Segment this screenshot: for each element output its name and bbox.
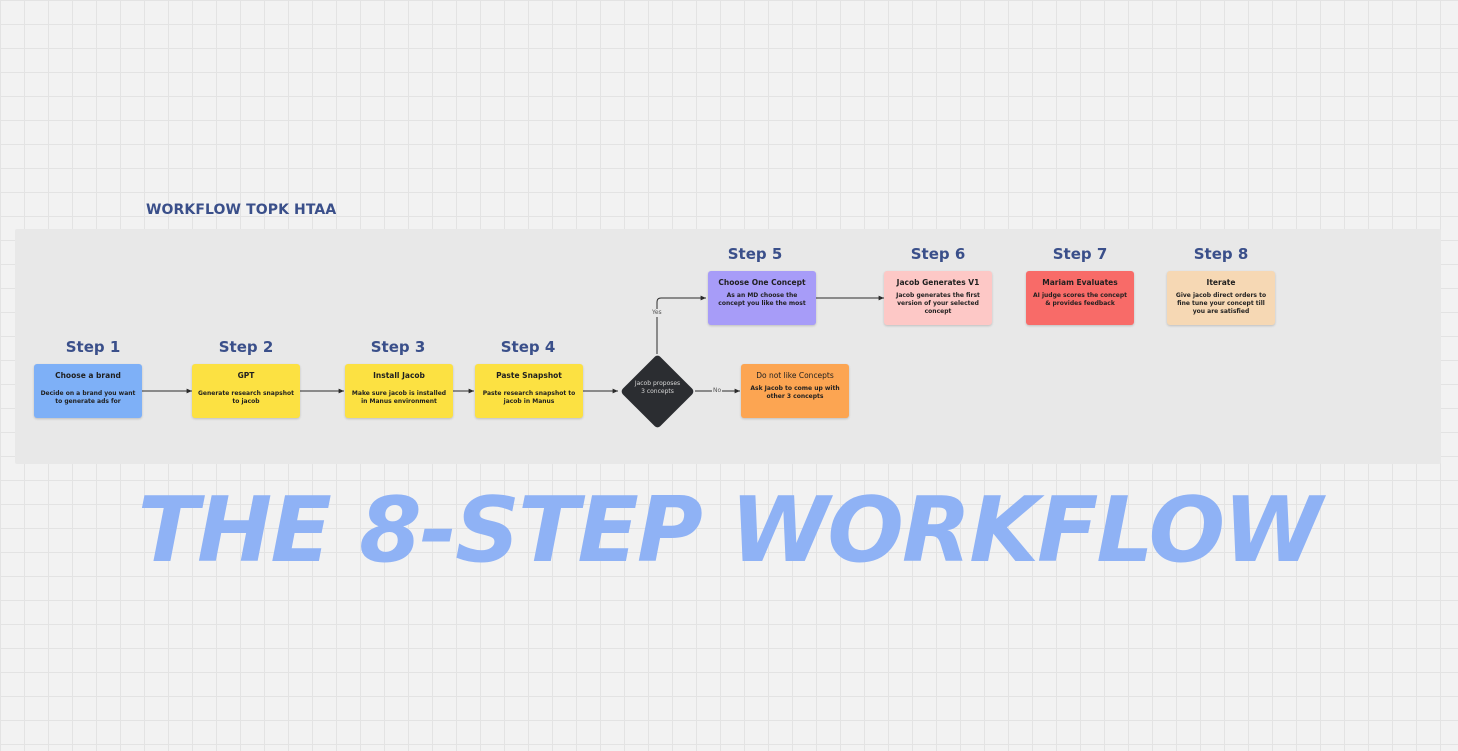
no-label: No (712, 387, 723, 395)
step-3-label: Step 3 (370, 338, 426, 356)
step-6-description: Jacob generates the first version of you… (896, 292, 980, 315)
step-4-card[interactable]: Paste Snapshot Paste research snapshot t… (475, 364, 583, 418)
frame-title[interactable]: WORKFLOW TOPK HTAA (146, 202, 337, 218)
step-2-title: GPT (237, 371, 255, 380)
yes-label: Yes (651, 309, 663, 317)
step-6-title: Jacob Generates V1 (896, 278, 980, 287)
step-5-label: Step 5 (727, 245, 783, 263)
step-2-card[interactable]: GPT Generate research snapshot to jacob (192, 364, 300, 418)
step-4-description: Paste research snapshot to jacob in Manu… (482, 390, 576, 405)
step-5-title: Choose One Concept (718, 278, 806, 287)
step-4-title: Paste Snapshot (496, 371, 562, 380)
step-7-description: AI judge scores the concept & provides f… (1032, 292, 1128, 307)
decision-text: Jacob proposes 3 concepts (634, 380, 681, 395)
step-6-card[interactable]: Jacob Generates V1 Jacob generates the f… (884, 271, 992, 325)
step-7-title: Mariam Evaluates (1042, 278, 1118, 287)
alternative-card[interactable]: Do not like Concepts Ask Jacob to come u… (741, 364, 849, 418)
step-8-card[interactable]: Iterate Give jacob direct orders to fine… (1167, 271, 1275, 325)
alternative-description: Ask Jacob to come up with other 3 concep… (750, 385, 840, 400)
step-3-title: Install Jacob (373, 371, 425, 380)
step-7-card[interactable]: Mariam Evaluates AI judge scores the con… (1026, 271, 1134, 325)
step-7-label: Step 7 (1052, 245, 1108, 263)
step-5-description: As an MD choose the concept you like the… (718, 292, 806, 307)
workflow-frame[interactable] (15, 229, 1441, 464)
step-2-description: Generate research snapshot to jacob (198, 390, 294, 405)
step-2-label: Step 2 (218, 338, 274, 356)
step-6-label: Step 6 (910, 245, 966, 263)
step-3-description: Make sure jacob is installed in Manus en… (351, 390, 447, 405)
step-1-card[interactable]: Choose a brand Decide on a brand you wan… (34, 364, 142, 418)
step-8-title: Iterate (1206, 278, 1236, 287)
step-1-label: Step 1 (65, 338, 121, 356)
step-8-label: Step 8 (1193, 245, 1249, 263)
arrow-decision-step5-yes[interactable] (656, 295, 706, 354)
step-5-card[interactable]: Choose One Concept As an MD choose the c… (708, 271, 816, 325)
step-1-title: Choose a brand (55, 371, 121, 380)
step-1-description: Decide on a brand you want to generate a… (40, 390, 136, 405)
step-3-card[interactable]: Install Jacob Make sure jacob is install… (345, 364, 453, 418)
decision-diamond[interactable]: Jacob proposes 3 concepts (620, 354, 695, 429)
alternative-title: Do not like Concepts (756, 371, 834, 380)
headline[interactable]: THE 8-STEP WORKFLOW (137, 478, 1323, 583)
step-4-label: Step 4 (500, 338, 556, 356)
step-8-description: Give jacob direct orders to fine tune yo… (1175, 292, 1267, 315)
